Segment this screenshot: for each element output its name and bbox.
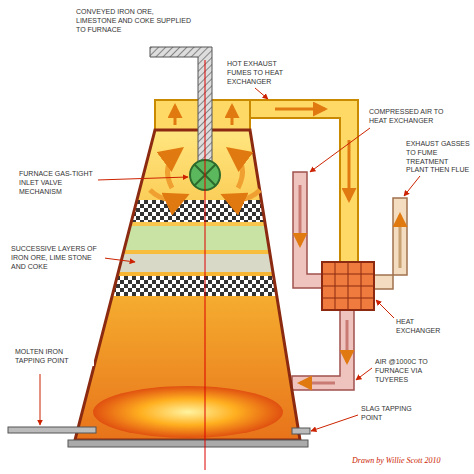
tuyere-label: AIR @1000C TO FURNACE VIA TUYERES xyxy=(374,358,456,384)
layers-label: SUCCESSIVE LAYERS OF IRON ORE, LIME STON… xyxy=(10,245,105,271)
credit-label: Drawn by Willie Scott 2010 xyxy=(351,456,471,466)
valve-label: FURNACE GAS-TIGHT INLET VALVE MECHANISM xyxy=(18,170,98,196)
slag-tap-label: SLAG TAPPING POINT xyxy=(360,405,432,423)
feed-label: CONVEYED IRON ORE, LIMESTONE AND COKE SU… xyxy=(75,8,197,34)
exchanger-label: HEAT EXCHANGER xyxy=(395,318,459,336)
air-inlet-label: COMPRESSED AIR TO HEAT EXCHANGER xyxy=(368,108,450,126)
iron-tap-label: MOLTEN IRON TAPPING POINT xyxy=(14,348,94,366)
duct-label: HOT EXHAUST FUMES TO HEAT EXCHANGER xyxy=(226,60,300,86)
exhaust-label: EXHAUST GASSES TO FUME TREATMENT PLANT T… xyxy=(405,140,471,175)
